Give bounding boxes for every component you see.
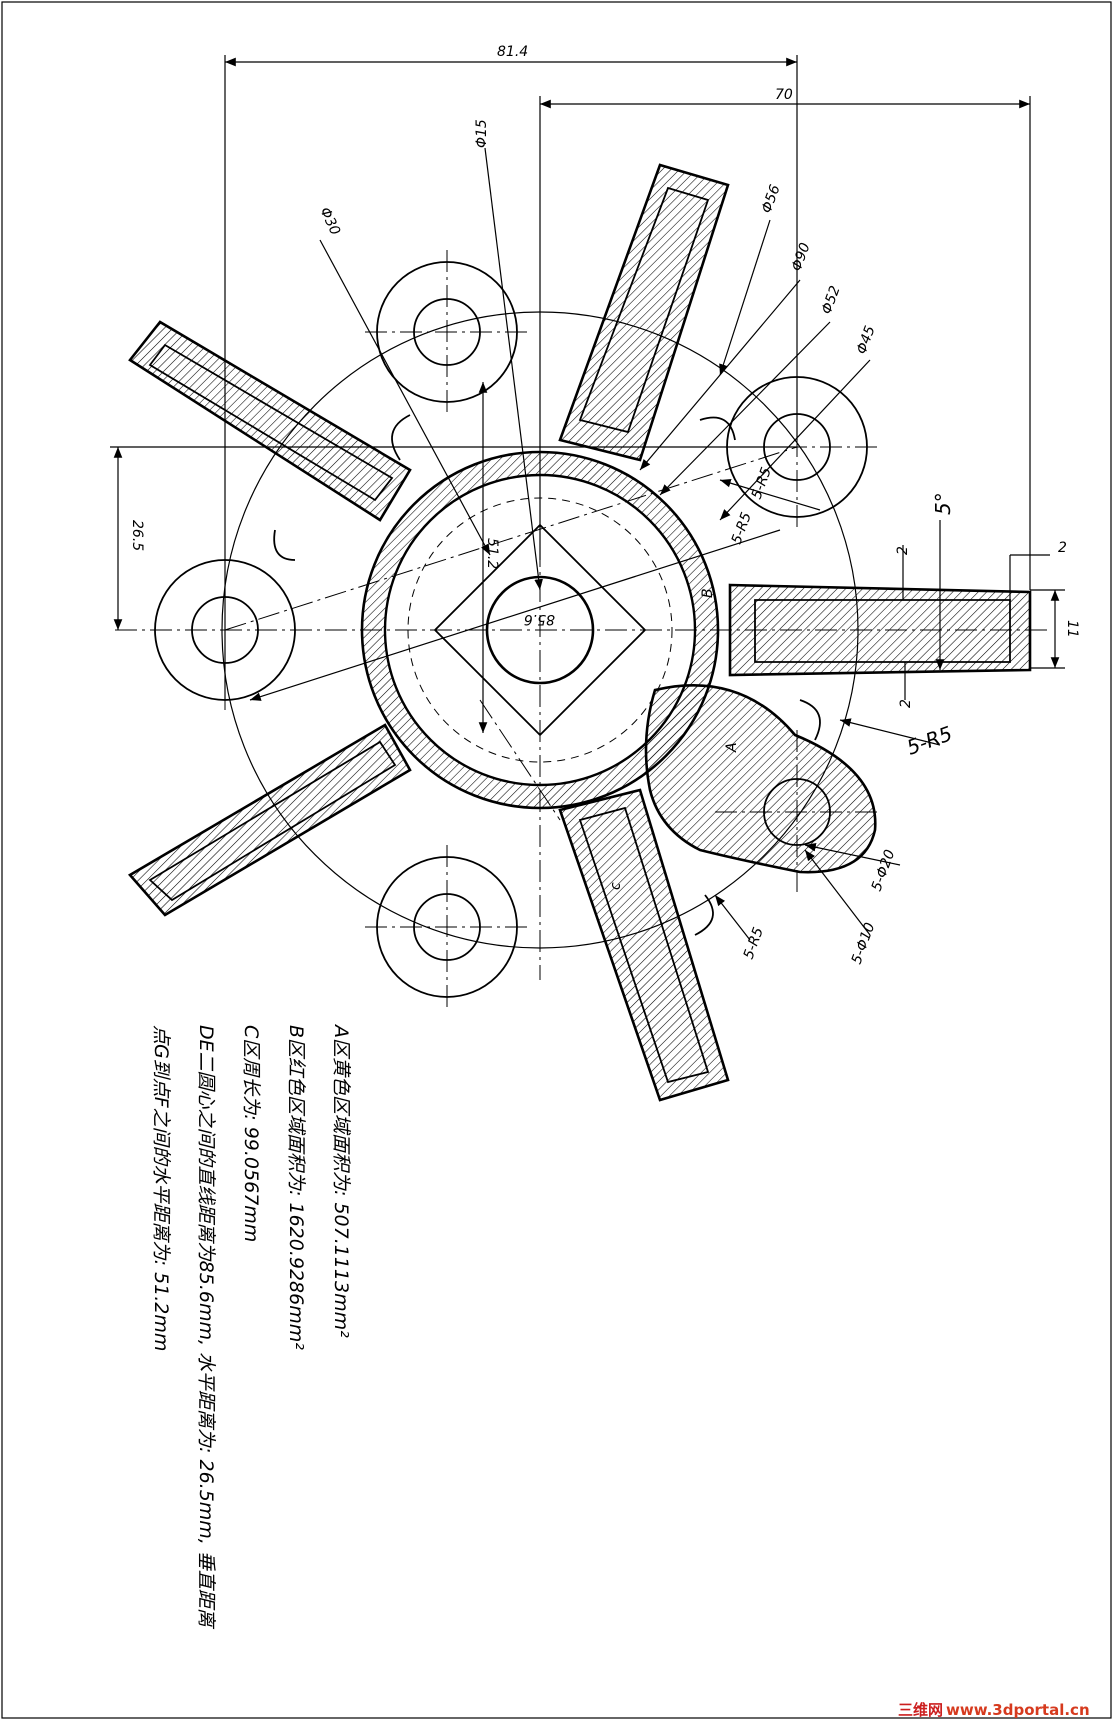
dim-2-top: 2 (895, 546, 911, 555)
dim-2-bottom: 2 (898, 699, 914, 708)
note-a-area: A区黄色区域面积为: 507.1113mm² (330, 1023, 352, 1338)
dim-5-r5-b: 5-R5 (729, 510, 755, 546)
note-de-distance: DE二圆心之间的直线距离为85.6mm, 水平距离为: 26.5mm, 垂直距离 (195, 1025, 217, 1630)
region-label-a: A (724, 742, 740, 753)
region-label-b: B (700, 588, 716, 598)
part-geometry (115, 163, 1050, 1102)
dim-26-5: 26.5 (129, 520, 145, 551)
dim-dia-52: Φ52 (819, 284, 844, 317)
region-label-c: c (608, 882, 624, 890)
watermark-url: www.3dportal.cn (946, 1701, 1090, 1719)
note-c-perimeter: C区周长为: 99.0567mm (240, 1025, 262, 1242)
dim-2-right: 2 (1058, 540, 1067, 556)
notes-block: A区黄色区域面积为: 507.1113mm² B区红色区域面积为: 1620.9… (150, 1023, 352, 1630)
dim-81-4: 81.4 (497, 44, 528, 60)
dim-5-r5-c: 5-R5 (904, 721, 956, 759)
note-b-area: B区红色区域面积为: 1620.9286mm² (285, 1025, 307, 1350)
dim-85-6: 85.6 (524, 611, 555, 627)
dimension-lines (110, 55, 1065, 941)
dim-5-r5-a: 5-R5 (749, 465, 775, 501)
dim-5-r5-d: 5-R5 (741, 925, 767, 961)
dim-dia-90: Φ90 (789, 241, 814, 274)
dim-5-dia-20: 5-Φ20 (869, 848, 899, 894)
dim-51-2: 51.2 (484, 538, 500, 569)
dim-dia-30: Φ30 (316, 205, 343, 238)
region-labels: A B c (608, 588, 740, 890)
dim-dia-45: Φ45 (854, 324, 879, 357)
dim-5-dia-10: 5-Φ10 (849, 921, 879, 967)
note-fg-distance: 点G到点F之间的水平距离为: 51.2mm (150, 1025, 172, 1351)
watermark: 三维网 www.3dportal.cn (898, 1701, 1090, 1719)
dim-dia-15: Φ15 (474, 119, 490, 148)
dim-dia-56: Φ56 (759, 183, 784, 216)
dim-angle-5: 5° (931, 492, 955, 515)
watermark-brand: 三维网 (898, 1701, 943, 1719)
dim-11: 11 (1064, 620, 1080, 638)
dim-70: 70 (775, 87, 793, 103)
